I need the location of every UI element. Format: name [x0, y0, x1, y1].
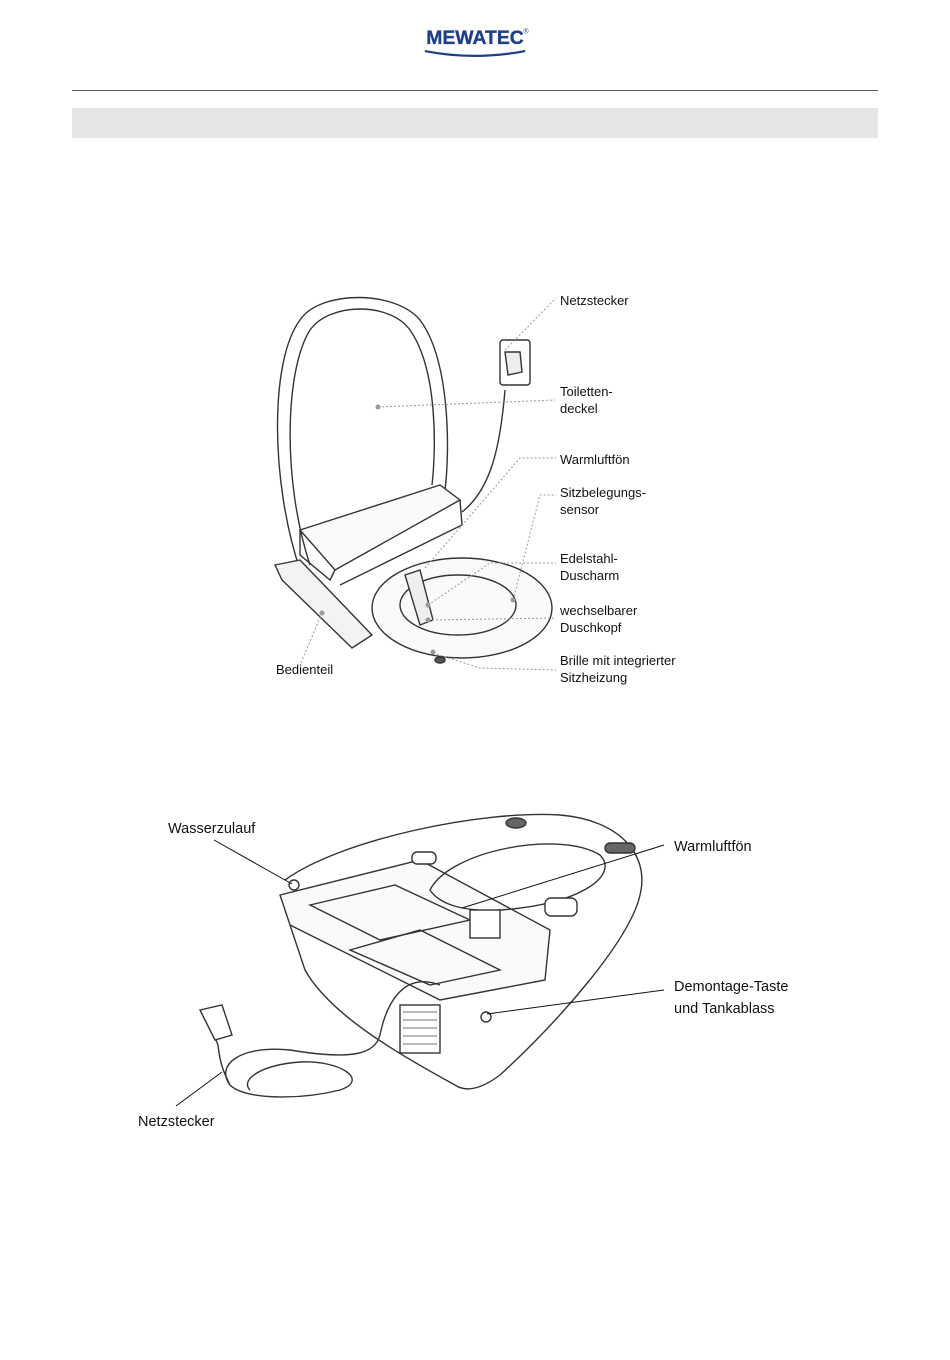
label-brille-sitzheizung: Brille mit integrierter Sitzheizung: [560, 652, 676, 686]
header-rule: [72, 90, 878, 91]
brand-logo-text: MEWATEC: [426, 27, 524, 49]
brand-logo: MEWATEC ®: [0, 22, 950, 66]
section-heading-band: [72, 108, 878, 138]
label-bedienteil: Bedienteil: [276, 661, 333, 678]
figure-seat-underside: Wasserzulauf Warmluftfön Demontage-Taste…: [0, 800, 950, 1140]
seat-illustration: [0, 280, 950, 700]
label-wasserzulauf: Wasserzulauf: [168, 818, 255, 840]
label-sitzbelegungssensor: Sitzbelegungs- sensor: [560, 484, 646, 518]
underside-illustration: [0, 800, 950, 1140]
label-duschkopf: wechselbarer Duschkopf: [560, 602, 637, 636]
label-toilettendeckel: Toiletten- deckel: [560, 383, 613, 417]
label-warmluftfoen: Warmluftfön: [560, 451, 630, 468]
label-demontage-taste: Demontage-Taste und Tankablass: [674, 976, 788, 1020]
label-warmluftfoen-2: Warmluftfön: [674, 836, 752, 858]
brand-logo-swoosh: [425, 51, 525, 56]
registered-mark: ®: [523, 27, 529, 35]
label-netzstecker-2: Netzstecker: [138, 1111, 215, 1133]
figure-seat-overview: Netzstecker Toiletten- deckel Warmluftfö…: [0, 280, 950, 700]
label-edelstahl-duscharm: Edelstahl- Duscharm: [560, 550, 619, 584]
label-netzstecker: Netzstecker: [560, 292, 629, 309]
